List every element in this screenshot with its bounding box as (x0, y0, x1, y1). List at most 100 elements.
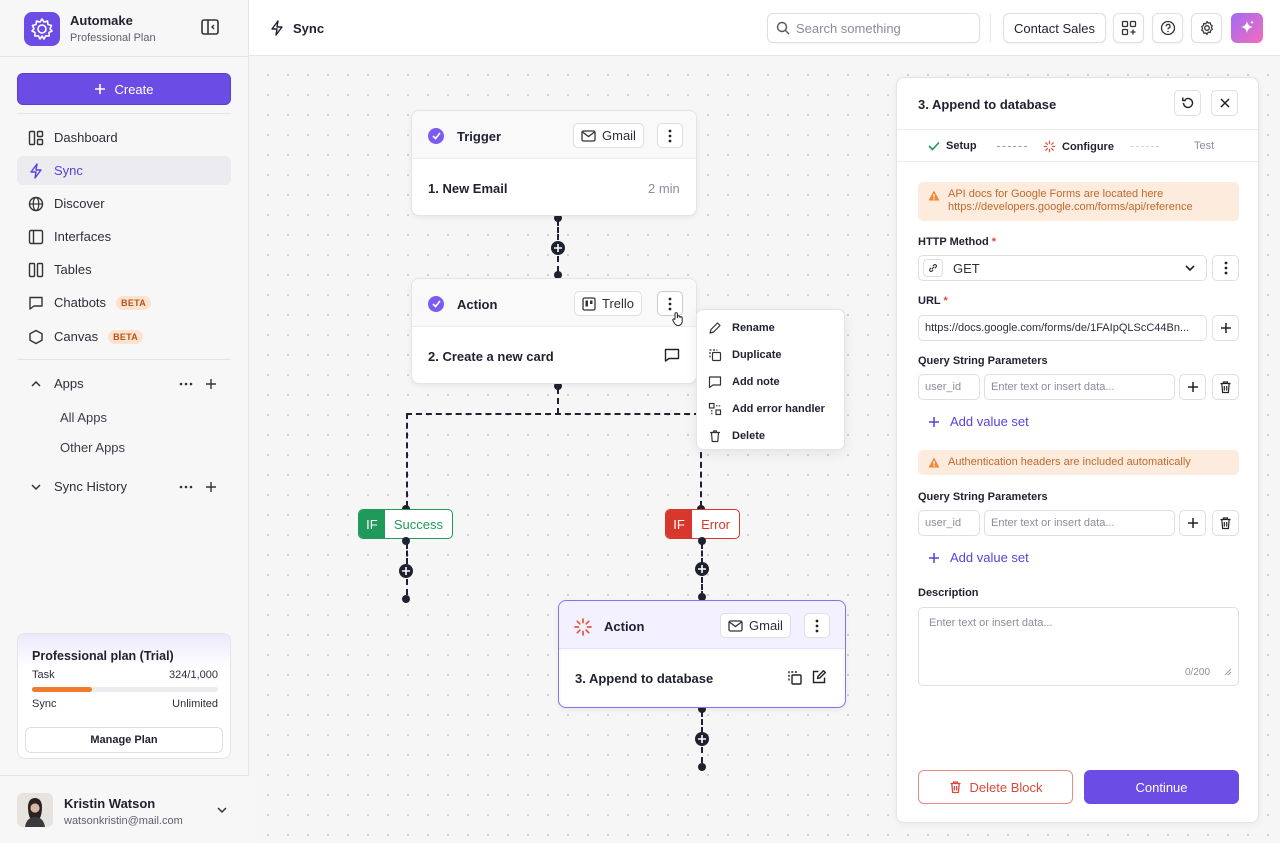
task-label: Task (32, 669, 55, 681)
sidebar-item-all-apps[interactable]: All Apps (60, 410, 107, 425)
user-profile[interactable]: Kristin Watson watsonkristin@mail.com (0, 775, 249, 843)
app-chip-gmail[interactable]: Gmail (720, 613, 791, 638)
resize-handle-icon[interactable] (1224, 668, 1232, 676)
param-key-input[interactable]: user_id (918, 510, 980, 536)
add-icon[interactable] (205, 481, 217, 493)
connector-line (557, 256, 559, 272)
more-horizontal-icon[interactable] (179, 481, 193, 493)
trash-icon (1220, 517, 1231, 530)
duplicate-icon[interactable] (787, 670, 803, 686)
alert-link[interactable]: https://developers.google.com/forms/api/… (948, 201, 1193, 213)
url-value: https://docs.google.com/forms/de/1FAIpQL… (925, 322, 1190, 334)
trigger-node[interactable]: Trigger Gmail 1. New Email 2 min (411, 110, 697, 216)
app-chip-gmail[interactable]: Gmail (573, 123, 644, 148)
menu-item-add-note[interactable]: Add note (708, 375, 780, 389)
loading-icon (1043, 140, 1056, 153)
continue-button[interactable]: Continue (1084, 770, 1239, 804)
manage-plan-button[interactable]: Manage Plan (25, 727, 223, 753)
sidebar-item-discover[interactable]: Discover (17, 189, 231, 218)
add-value-set-button[interactable]: Add value set (928, 550, 1029, 565)
menu-item-add-error-handler[interactable]: Add error handler (708, 402, 825, 416)
url-add-button[interactable] (1212, 315, 1239, 341)
sync-history-group-header[interactable]: Sync History (30, 479, 220, 494)
sync-history-label: Sync History (54, 479, 127, 494)
add-step-button[interactable] (695, 562, 709, 576)
apps-group-header[interactable]: Apps (30, 376, 220, 391)
node-menu-button[interactable] (657, 291, 683, 316)
action-node-trello[interactable]: Action Trello 2. Create a new card (411, 278, 697, 384)
collapse-sidebar-button[interactable] (200, 18, 222, 38)
app-logo (24, 12, 60, 46)
chevron-down-icon[interactable] (215, 804, 229, 816)
plus-icon (402, 567, 410, 575)
step-setup[interactable]: Setup (928, 140, 977, 152)
http-method-value: GET (953, 260, 980, 276)
param-add-button[interactable] (1179, 510, 1206, 536)
node-menu-button[interactable] (657, 123, 683, 148)
apps-grid-button[interactable] (1113, 13, 1144, 43)
app-chip-trello[interactable]: Trello (574, 291, 643, 316)
url-input[interactable]: https://docs.google.com/forms/de/1FAIpQL… (918, 315, 1207, 341)
sidebar-item-label: Canvas (54, 329, 99, 344)
sidebar-item-dashboard[interactable]: Dashboard (17, 123, 231, 152)
http-method-more-button[interactable] (1212, 255, 1239, 281)
apps-group-label: Apps (54, 376, 84, 391)
param-delete-button[interactable] (1212, 374, 1239, 400)
help-button[interactable] (1152, 13, 1183, 43)
step-label: Setup (946, 140, 977, 152)
settings-button[interactable] (1191, 13, 1222, 43)
close-button[interactable] (1211, 90, 1238, 116)
contact-sales-button[interactable]: Contact Sales (1003, 13, 1106, 43)
sidebar-item-other-apps[interactable]: Other Apps (60, 440, 126, 455)
condition-error[interactable]: IF Error (665, 509, 740, 539)
param-value-input[interactable]: Enter text or insert data... (984, 510, 1175, 536)
condition-if-label: IF (666, 510, 693, 538)
param-add-button[interactable] (1179, 374, 1206, 400)
note-icon[interactable] (664, 348, 680, 362)
search-input[interactable]: Search something (767, 13, 980, 43)
param-value-input[interactable]: Enter text or insert data... (984, 374, 1175, 400)
app-chip-label: Gmail (749, 618, 783, 633)
refresh-icon (1181, 97, 1193, 109)
breadcrumb: Sync (269, 20, 324, 36)
delete-block-button[interactable]: Delete Block (918, 770, 1073, 804)
condition-success[interactable]: IF Success (358, 509, 453, 539)
menu-item-delete[interactable]: Delete (708, 429, 765, 443)
sidebar-item-chatbots[interactable]: Chatbots BETA (17, 288, 231, 317)
action-node-append[interactable]: Action Gmail 3. Append to database (558, 600, 846, 708)
beta-badge: BETA (116, 295, 152, 310)
edit-icon[interactable] (811, 669, 827, 685)
step-configure[interactable]: Configure (1043, 140, 1114, 153)
sidebar-item-interfaces[interactable]: Interfaces (17, 222, 231, 251)
plus-icon (1187, 518, 1198, 528)
connector-line (557, 220, 559, 240)
sidebar-item-sync[interactable]: Sync (17, 156, 231, 185)
add-step-button[interactable] (399, 564, 413, 578)
sidebar-item-tables[interactable]: Tables (17, 255, 231, 284)
add-step-button[interactable] (551, 241, 565, 255)
param-key-input[interactable]: user_id (918, 374, 980, 400)
more-vertical-icon (668, 129, 672, 142)
sidebar-item-canvas[interactable]: Canvas BETA (17, 322, 231, 351)
more-horizontal-icon[interactable] (179, 378, 193, 390)
add-icon[interactable] (205, 378, 217, 390)
node-step: 2. Create a new card (428, 349, 554, 364)
task-used: 324 (169, 669, 188, 681)
reset-button[interactable] (1174, 90, 1201, 116)
add-step-button[interactable] (695, 732, 709, 746)
node-menu-button[interactable] (804, 613, 830, 638)
ai-assistant-button[interactable] (1231, 13, 1263, 43)
param-key-placeholder: user_id (925, 381, 962, 393)
create-button[interactable]: Create (17, 73, 231, 105)
http-method-select[interactable]: GET (918, 255, 1207, 281)
param-delete-button[interactable] (1212, 510, 1239, 536)
divider (17, 113, 231, 114)
sync-value: Unlimited (172, 698, 218, 710)
auth-headers-alert: Authentication headers are included auto… (918, 450, 1239, 475)
add-value-set-button[interactable]: Add value set (928, 414, 1029, 429)
step-test[interactable]: Test (1194, 140, 1214, 152)
menu-item-duplicate[interactable]: Duplicate (708, 348, 782, 362)
menu-item-rename[interactable]: Rename (708, 321, 775, 335)
user-name: Kristin Watson (64, 796, 156, 811)
description-textarea[interactable]: Enter text or insert data... 0/200 (918, 607, 1239, 686)
